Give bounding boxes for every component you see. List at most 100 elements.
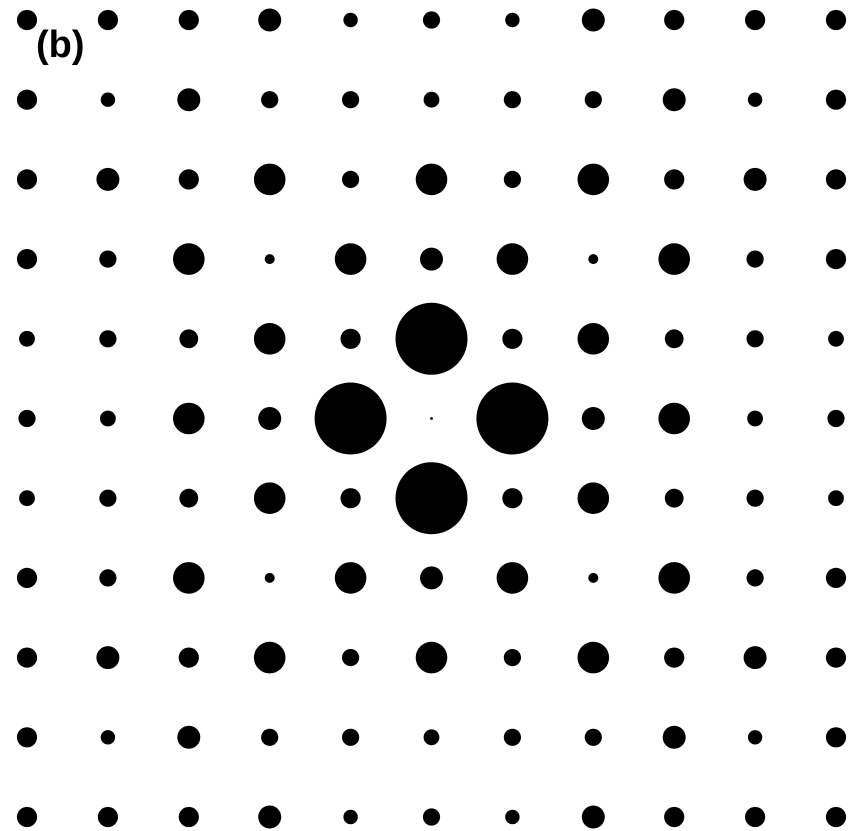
diffraction-spot xyxy=(747,730,763,745)
diffraction-spot xyxy=(476,382,549,455)
diffraction-spot xyxy=(496,562,529,594)
diffraction-spot xyxy=(173,243,205,275)
diffraction-spot xyxy=(581,805,605,829)
diffraction-spot xyxy=(430,417,433,420)
diffraction-spot xyxy=(664,647,685,668)
diffraction-spot xyxy=(505,12,520,28)
diffraction-spot xyxy=(503,649,521,667)
diffraction-spot xyxy=(825,806,847,828)
diffraction-spot xyxy=(97,806,118,828)
diffraction-spot xyxy=(258,407,282,430)
diffraction-spot xyxy=(503,170,521,188)
diffraction-spot xyxy=(664,806,685,828)
diffraction-spot xyxy=(662,88,686,112)
diffraction-spot xyxy=(743,646,767,670)
diffraction-spot xyxy=(503,91,521,109)
diffraction-spot xyxy=(253,482,286,514)
diffraction-spot xyxy=(746,330,764,348)
diffraction-spot xyxy=(588,572,599,583)
diffraction-spot xyxy=(664,169,685,190)
diffraction-spot xyxy=(745,9,766,31)
diffraction-spot xyxy=(343,809,358,825)
diffraction-spot xyxy=(496,243,529,275)
diffraction-spot xyxy=(16,169,38,190)
diffraction-spot xyxy=(97,9,118,31)
diffraction-spot xyxy=(16,249,38,270)
diffraction-spot xyxy=(340,488,361,509)
diffraction-spot xyxy=(827,409,845,428)
diffraction-spot xyxy=(19,330,35,347)
diffraction-spot xyxy=(343,12,358,28)
diffraction-spot xyxy=(100,92,116,107)
diffraction-spot xyxy=(179,329,199,349)
diffraction-spot xyxy=(342,170,360,188)
diffraction-spot xyxy=(505,809,520,825)
diffraction-spot xyxy=(261,728,279,746)
diffraction-spot xyxy=(584,91,602,109)
diffraction-spot xyxy=(253,323,286,355)
diffraction-spot xyxy=(99,330,117,348)
diffraction-spot xyxy=(658,402,690,435)
diffraction-spot xyxy=(16,647,38,668)
diffraction-spot xyxy=(261,91,279,109)
diffraction-spot xyxy=(747,92,763,107)
diffraction-spot xyxy=(825,9,847,31)
diffraction-spot xyxy=(16,727,38,748)
diffraction-spot xyxy=(420,566,443,590)
diffraction-spot xyxy=(173,562,205,594)
diffraction-spot xyxy=(253,641,286,674)
diffraction-spot xyxy=(825,647,847,668)
diffraction-spot xyxy=(502,488,523,509)
diffraction-spot xyxy=(178,806,199,828)
diffraction-spot xyxy=(581,8,605,32)
diffraction-spot xyxy=(96,646,120,670)
diffraction-spot xyxy=(825,89,847,110)
diffraction-spot xyxy=(581,407,605,430)
diffraction-spot xyxy=(415,163,448,196)
diffraction-spot xyxy=(746,250,764,268)
diffraction-spot xyxy=(743,167,767,191)
diffraction-spot xyxy=(658,562,690,594)
diffraction-spot xyxy=(395,462,468,535)
diffraction-spot xyxy=(825,567,847,589)
diffraction-spot xyxy=(264,254,275,265)
diffraction-spot xyxy=(258,8,282,32)
diffraction-spots xyxy=(16,8,847,829)
diffraction-spot xyxy=(16,9,38,31)
diffraction-spot xyxy=(662,725,686,749)
diffraction-spot xyxy=(100,410,116,427)
diffraction-spot xyxy=(99,569,117,587)
diffraction-spot xyxy=(177,725,201,749)
diffraction-spot xyxy=(577,482,610,514)
diffraction-spot xyxy=(828,490,844,507)
diffraction-spot xyxy=(16,567,38,589)
diffraction-spot xyxy=(825,727,847,748)
diffraction-spot xyxy=(334,562,367,594)
diffraction-spot xyxy=(423,729,440,746)
diffraction-spot xyxy=(342,649,360,667)
diffraction-spot xyxy=(96,167,120,191)
diffraction-spot xyxy=(178,647,199,668)
diffraction-spot xyxy=(825,169,847,190)
diffraction-spot xyxy=(342,91,360,109)
diffraction-spot xyxy=(253,163,286,196)
diffraction-spot xyxy=(100,730,116,745)
diffraction-spot xyxy=(314,382,387,455)
diffraction-spot xyxy=(99,250,117,268)
diffraction-spot xyxy=(173,402,205,435)
diffraction-spot xyxy=(178,9,199,31)
diffraction-spot xyxy=(334,243,367,275)
diffraction-spot xyxy=(177,88,201,112)
diffraction-spot xyxy=(178,169,199,190)
diffraction-spot xyxy=(825,249,847,270)
diffraction-spot xyxy=(340,328,361,349)
diffraction-spot xyxy=(422,11,441,29)
diffraction-spot xyxy=(588,254,599,265)
diffraction-spot xyxy=(658,243,690,275)
diffraction-spot xyxy=(422,808,441,826)
diffraction-spot xyxy=(664,9,685,31)
diffraction-spot xyxy=(503,728,521,746)
diffraction-spot xyxy=(747,410,763,427)
